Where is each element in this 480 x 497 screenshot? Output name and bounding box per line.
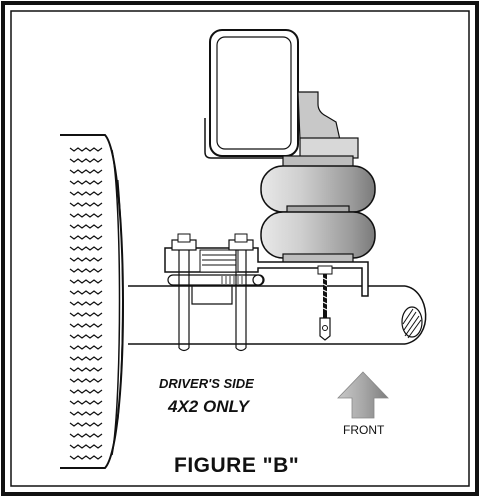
tread-line	[69, 290, 103, 295]
tread-line	[69, 213, 103, 218]
tread-line	[69, 367, 103, 372]
tread-line	[69, 257, 103, 262]
u-bolts	[171, 233, 254, 352]
tread-line	[69, 345, 103, 350]
tread-line	[69, 180, 103, 185]
tread-line	[69, 224, 103, 229]
lower-bracket	[164, 247, 369, 297]
tire	[60, 134, 124, 469]
tread-line	[69, 378, 103, 383]
tread-line	[69, 323, 103, 328]
tread-line	[69, 147, 103, 152]
tread-line	[69, 400, 103, 405]
tread-line	[69, 191, 103, 196]
tread-line	[69, 389, 103, 394]
threaded-stud	[317, 265, 333, 341]
tread-line	[69, 411, 103, 416]
up-arrow-icon	[337, 371, 389, 419]
tread-line	[69, 246, 103, 251]
figure-caption: FIGURE "B"	[174, 454, 300, 477]
tread-line	[69, 169, 103, 174]
tread-line	[69, 158, 103, 163]
air-spring	[260, 155, 376, 265]
tread-line	[69, 455, 103, 460]
tread-line	[69, 202, 103, 207]
front-label: FRONT	[343, 423, 385, 437]
tread-line	[69, 235, 103, 240]
tread-line	[69, 334, 103, 339]
frame-rail-bracket	[204, 29, 359, 159]
tread-line	[69, 433, 103, 438]
tread-line	[69, 301, 103, 306]
side-label: DRIVER'S SIDE	[159, 376, 254, 391]
tread-line	[69, 356, 103, 361]
tread-line	[69, 279, 103, 284]
axle-tube	[128, 285, 427, 345]
tread-line	[69, 444, 103, 449]
model-label: 4X2 ONLY	[168, 397, 249, 416]
tread-line	[69, 312, 103, 317]
tread-line	[69, 422, 103, 427]
tread-line	[69, 268, 103, 273]
